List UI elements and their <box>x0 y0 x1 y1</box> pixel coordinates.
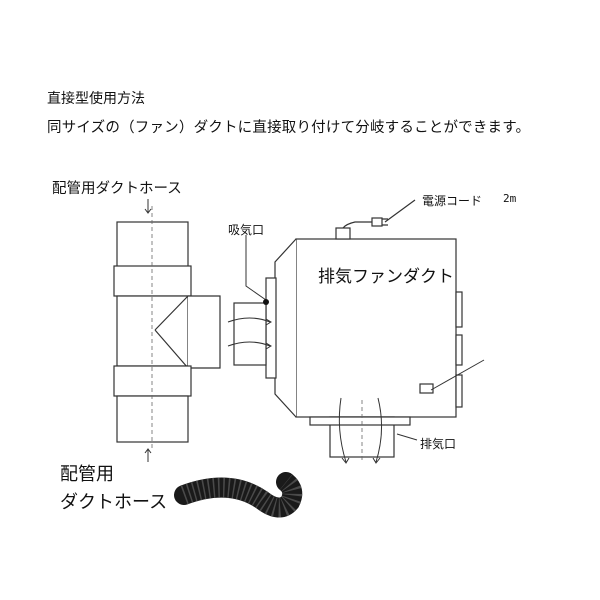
power-switch <box>419 383 434 394</box>
intake-arrow-upper <box>227 317 272 326</box>
top-hose-label: 配管用ダクトホース <box>52 181 182 197</box>
exhaust-fan-unit <box>233 227 463 458</box>
exhaust-flange <box>309 416 411 426</box>
intake-pipe <box>233 302 267 366</box>
fan-unit-side-panel-1 <box>455 291 463 328</box>
down-arrow-top <box>144 199 152 214</box>
fan-unit-side-panel-2 <box>455 334 463 366</box>
intake-marker-dot <box>263 299 269 305</box>
up-arrow-bottom <box>144 448 152 462</box>
page-heading: 直接型使用方法 <box>47 91 145 107</box>
intake-flange <box>265 277 277 379</box>
duct-hose-photo <box>174 472 303 518</box>
exhaust-arrow-right <box>372 397 383 464</box>
intake-arrow-lower <box>227 341 272 350</box>
page-description: 同サイズの（ファン）ダクトに直接取り付けて分岐することができます。 <box>47 120 531 136</box>
switch-leader-line <box>430 359 485 391</box>
power-cord-length: 2m <box>503 192 517 205</box>
exhaust-label: 排気口 <box>420 437 457 451</box>
power-cord-label: 電源コード <box>422 194 483 208</box>
hose-photo-label-line1: 配管用 <box>60 464 114 485</box>
t-pipe-lower-collar <box>113 365 192 397</box>
t-pipe-side-branch <box>188 295 221 369</box>
intake-leader-line <box>245 235 267 301</box>
t-pipe-bottom-segment <box>116 395 189 443</box>
t-pipe-upper-collar <box>113 265 192 297</box>
intake-label: 吸気口 <box>228 223 265 237</box>
exhaust-arrow-left <box>338 397 350 464</box>
cord-outlet <box>335 227 351 240</box>
fan-unit-label: 排気ファンダクト <box>318 267 454 287</box>
t-pipe-top-segment <box>116 221 189 271</box>
exhaust-leader-line <box>396 433 418 441</box>
fan-unit-front-bevel <box>274 238 297 418</box>
hose-photo-label-line2: ダクトホース <box>60 492 168 513</box>
t-pipe-junction <box>154 295 189 369</box>
power-cord <box>342 199 416 229</box>
t-branch-pipe <box>113 221 221 443</box>
fan-unit-side-panel-3 <box>455 374 463 408</box>
